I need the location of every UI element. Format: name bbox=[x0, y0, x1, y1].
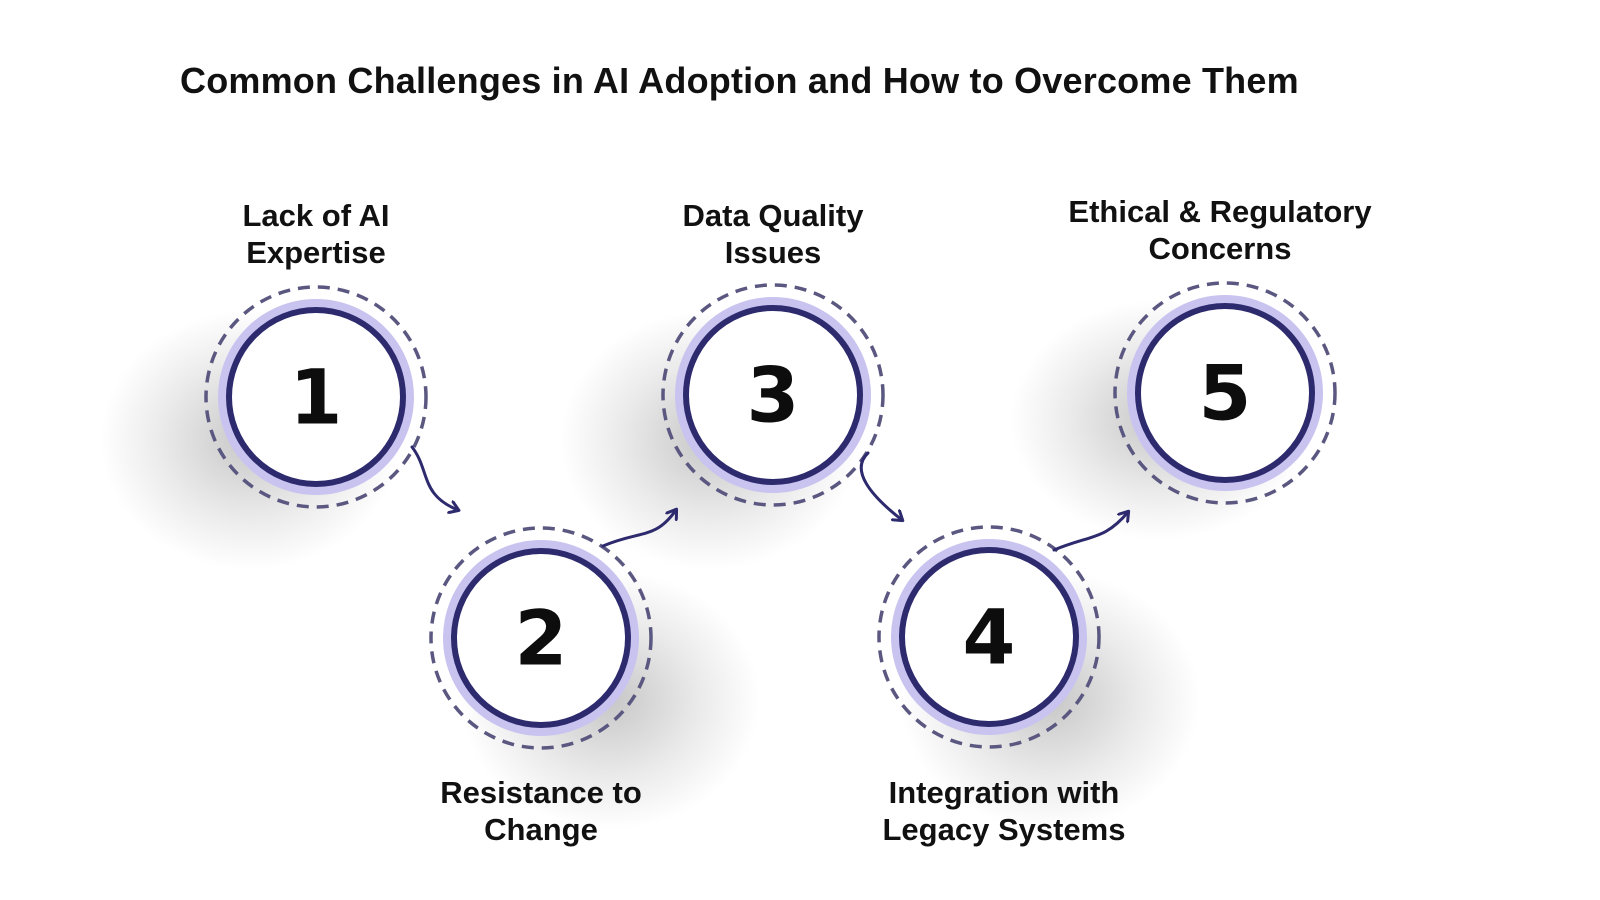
step-5-label-line2: Concerns bbox=[1148, 231, 1292, 266]
step-4-node: 4 bbox=[877, 525, 1200, 830]
step-5-node: 5 bbox=[1010, 281, 1337, 540]
step-4-label-line1: Integration with bbox=[888, 775, 1120, 810]
step-4-dashed-ring bbox=[877, 525, 1101, 749]
step-3-label: Data Quality Issues bbox=[593, 197, 953, 271]
step-3-number: 3 bbox=[747, 351, 800, 440]
step-2-label-line2: Change bbox=[484, 812, 598, 847]
step-1-label-line1: Lack of AI bbox=[242, 198, 390, 233]
arrow-1-to-2 bbox=[410, 445, 458, 510]
diagram-title: Common Challenges in AI Adoption and How… bbox=[180, 60, 1299, 101]
step-1-dark-ring bbox=[226, 307, 406, 487]
step-1-label-line2: Expertise bbox=[246, 235, 386, 270]
step-5-label: Ethical & Regulatory Concerns bbox=[1040, 193, 1400, 267]
step-3-dashed-ring bbox=[661, 283, 885, 507]
step-5-label-line1: Ethical & Regulatory bbox=[1068, 194, 1372, 229]
step-5-number: 5 bbox=[1199, 349, 1252, 438]
step-4-label: Integration with Legacy Systems bbox=[824, 774, 1184, 848]
step-4-number: 4 bbox=[963, 593, 1016, 682]
step-3-node: 3 bbox=[560, 283, 885, 570]
arrow-3-to-4 bbox=[859, 451, 902, 520]
step-2-dark-ring bbox=[451, 548, 631, 728]
step-4-dark-ring bbox=[899, 547, 1079, 727]
arrow-2-to-3 bbox=[601, 510, 676, 548]
step-1-number: 1 bbox=[290, 353, 343, 442]
step-2-node: 2 bbox=[429, 526, 760, 830]
step-1-label: Lack of AI Expertise bbox=[136, 197, 496, 271]
step-4-label-line2: Legacy Systems bbox=[882, 812, 1126, 847]
step-1-node: 1 bbox=[100, 285, 428, 570]
arrow-4-to-5 bbox=[1052, 512, 1128, 552]
step-2-number: 2 bbox=[515, 594, 568, 683]
step-2-dashed-ring bbox=[429, 526, 653, 750]
step-3-label-line2: Issues bbox=[724, 235, 822, 270]
step-3-label-line1: Data Quality bbox=[682, 198, 864, 233]
step-5-dashed-ring bbox=[1113, 281, 1337, 505]
step-5-dark-ring bbox=[1135, 303, 1315, 483]
step-1-dashed-ring bbox=[204, 285, 428, 509]
step-2-label-line1: Resistance to bbox=[440, 775, 642, 810]
step-2-label: Resistance to Change bbox=[361, 774, 721, 848]
step-3-dark-ring bbox=[683, 305, 863, 485]
